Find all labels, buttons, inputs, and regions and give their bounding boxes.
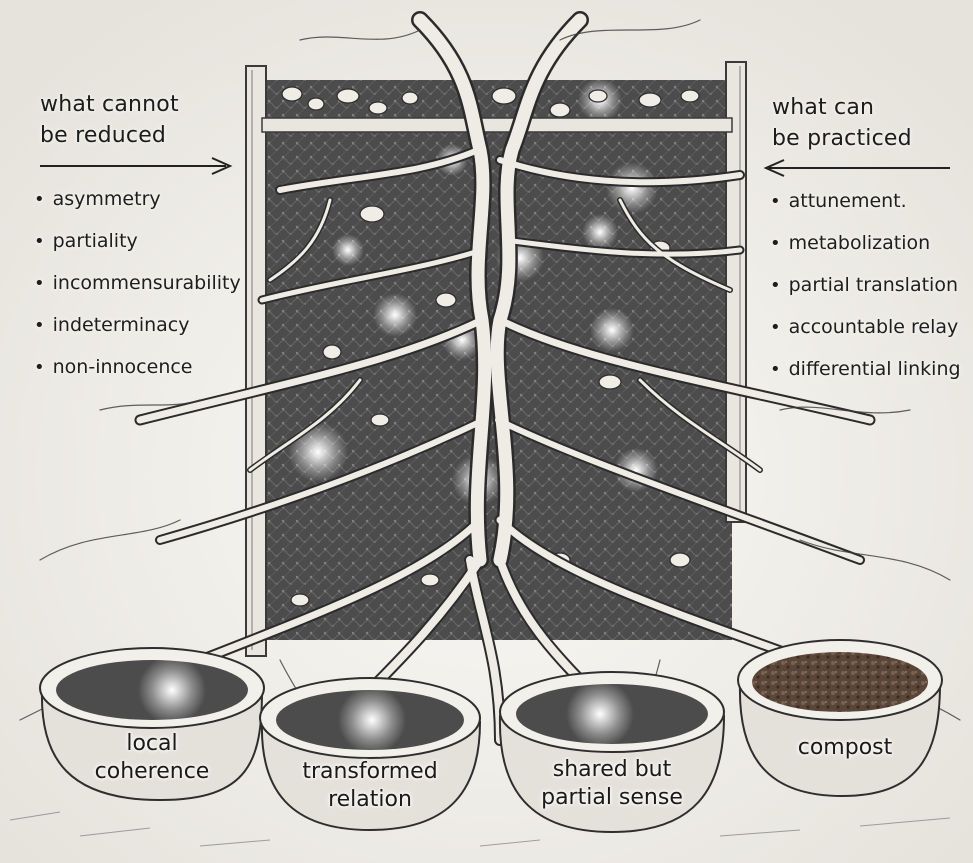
left-list-item: •non-innocence [34, 346, 241, 388]
bullet-icon: • [770, 233, 781, 254]
left-list-item: •asymmetry [34, 178, 241, 220]
left-list-item: •incommensurability [34, 262, 241, 304]
bullet-icon: • [770, 275, 781, 296]
left-list-item: •indeterminacy [34, 304, 241, 346]
bullet-icon: • [34, 357, 45, 378]
right-list-item: •differential linking [770, 348, 961, 390]
basin-label-shared-partial-sense: shared but partial sense [512, 756, 712, 812]
left-list-item: •partiality [34, 220, 241, 262]
left-heading-line-2: be reduced [40, 120, 179, 151]
bullet-icon: • [770, 191, 781, 212]
basin-label-local-coherence: local coherence [62, 730, 242, 786]
basin-label-compost: compost [770, 734, 920, 762]
right-heading: what can be practiced [772, 92, 912, 154]
bullet-icon: • [34, 189, 45, 210]
bullet-icon: • [34, 315, 45, 336]
right-list: •attunement. •metabolization •partial tr… [770, 180, 961, 390]
right-list-item: •metabolization [770, 222, 961, 264]
left-heading-line-1: what cannot [40, 89, 179, 120]
left-heading: what cannot be reduced [40, 89, 179, 151]
bullet-icon: • [770, 317, 781, 338]
right-heading-line-1: what can [772, 92, 912, 123]
right-list-item: •attunement. [770, 180, 961, 222]
right-list-item: •partial translation [770, 264, 961, 306]
right-list-item: •accountable relay [770, 306, 961, 348]
bullet-icon: • [770, 359, 781, 380]
left-list: •asymmetry •partiality •incommensurabili… [34, 178, 241, 388]
bullet-icon: • [34, 273, 45, 294]
right-heading-line-2: be practiced [772, 123, 912, 154]
basin-label-transformed-relation: transformed relation [270, 758, 470, 814]
bullet-icon: • [34, 231, 45, 252]
basin-compost [738, 640, 942, 796]
